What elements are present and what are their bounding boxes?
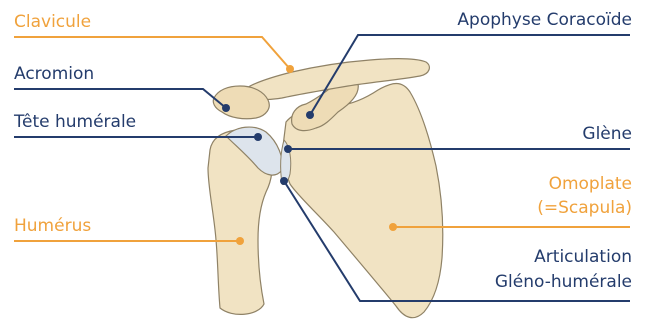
label-tete-humerale: Tête humérale xyxy=(14,112,136,132)
label-clavicule: Clavicule xyxy=(14,12,91,32)
label-scapula: (=Scapula) xyxy=(537,198,632,218)
dot-humerus xyxy=(236,237,244,245)
label-omoplate: Omoplate xyxy=(549,174,632,194)
dot-omoplate xyxy=(389,223,397,231)
label-apophyse-coracoide: Apophyse Coracoïde xyxy=(457,10,632,30)
label-articulation: Articulation xyxy=(534,247,632,267)
label-acromion: Acromion xyxy=(14,64,94,84)
label-humerus: Humérus xyxy=(14,216,91,236)
label-glene: Glène xyxy=(582,124,632,144)
dot-apophyse xyxy=(306,111,314,119)
leader-acromion xyxy=(14,89,226,108)
dot-acromion xyxy=(222,104,230,112)
label-gleno-humerale: Gléno-humérale xyxy=(495,272,632,292)
dot-glene xyxy=(284,145,292,153)
dot-articulation xyxy=(280,177,288,185)
dot-tete-humerale xyxy=(254,133,262,141)
dot-clavicule xyxy=(286,65,294,73)
